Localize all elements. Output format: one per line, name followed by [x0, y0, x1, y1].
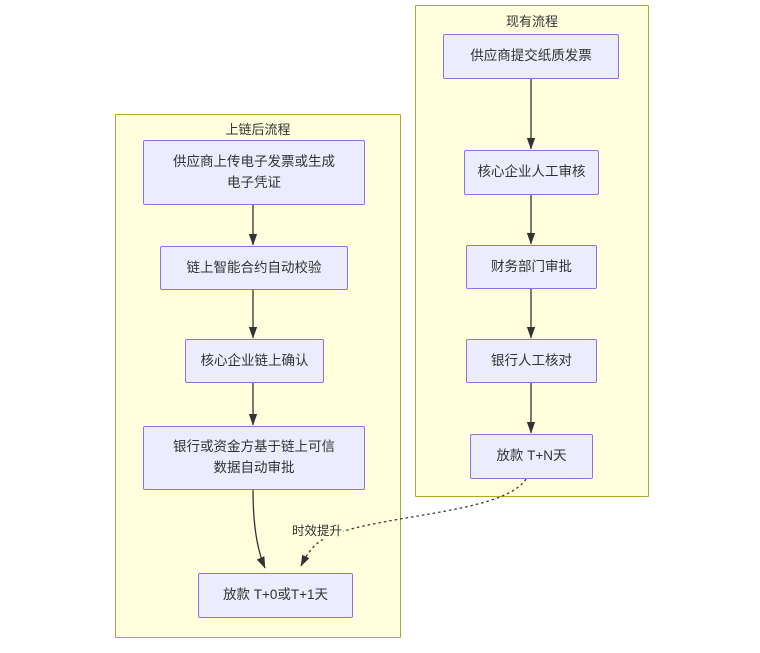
node-disbursement-t-plus-0-or-1-days[interactable]: 放款 T+0或T+1天: [198, 573, 353, 618]
node-supplier-uploads-e-invoice[interactable]: 供应商上传电子发票或生成 电子凭证: [143, 140, 365, 205]
node-smart-contract-auto-validation[interactable]: 链上智能合约自动校验: [160, 246, 348, 290]
edge-label-speedup: 时效提升: [291, 524, 344, 539]
node-disbursement-t-plus-n-days[interactable]: 放款 T+N天: [470, 434, 593, 479]
node-core-enterprise-onchain-confirm[interactable]: 核心企业链上确认: [185, 339, 324, 383]
cluster-onchain-process-title: 上链后流程: [225, 122, 291, 137]
node-bank-auto-approval-trusted-data[interactable]: 银行或资金方基于链上可信 数据自动审批: [143, 426, 365, 490]
cluster-current-process-title: 现有流程: [505, 14, 558, 29]
node-supplier-submits-paper-invoice[interactable]: 供应商提交纸质发票: [443, 34, 619, 79]
node-bank-manual-verification[interactable]: 银行人工核对: [466, 339, 597, 383]
node-finance-department-approval[interactable]: 财务部门审批: [466, 245, 597, 289]
node-core-enterprise-manual-review[interactable]: 核心企业人工审核: [464, 150, 599, 195]
